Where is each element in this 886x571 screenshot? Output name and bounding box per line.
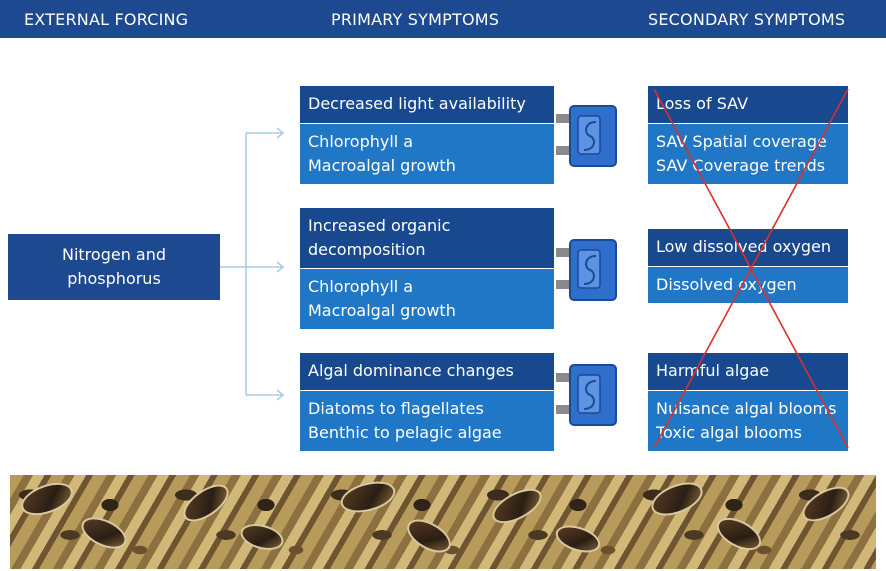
primary-2-title-text: decomposition <box>308 240 426 259</box>
secondary-2-title: Low dissolved oxygen <box>648 229 848 266</box>
primary-1-title-text: Decreased light availability <box>308 94 526 113</box>
primary-2-item: Chlorophyll a <box>308 277 414 296</box>
source-line-1: Nitrogen and <box>61 245 167 264</box>
secondary-3-title: Harmful algae <box>648 353 848 390</box>
header-primary-symptoms: PRIMARY SYMPTOMS <box>331 10 500 29</box>
secondary-1-title: Loss of SAV <box>648 86 848 123</box>
source-line-2: phosphorus <box>67 269 161 288</box>
primary-3-title-text: Algal dominance changes <box>308 361 514 380</box>
secondary-1-item: SAV Spatial coverage <box>656 132 827 151</box>
secondary-3-item: Toxic algal blooms <box>656 423 802 442</box>
primary-2-item: Macroalgal growth <box>308 301 456 320</box>
secondary-3-indicators: Nuisance algal blooms Toxic algal blooms <box>648 391 848 451</box>
plug-icon-3 <box>556 364 617 426</box>
primary-3-item: Diatoms to flagellates <box>308 399 484 418</box>
plug-icon-2 <box>556 239 617 301</box>
primary-2-title-text: Increased organic <box>308 216 451 235</box>
mussel-photo-strip <box>10 475 876 569</box>
bracket-connector <box>220 127 285 401</box>
secondary-1-title-text: Loss of SAV <box>656 94 749 113</box>
primary-1-item: Chlorophyll a <box>308 132 414 151</box>
primary-1-indicators: Chlorophyll a Macroalgal growth <box>300 124 554 184</box>
secondary-3-item: Nuisance algal blooms <box>656 399 837 418</box>
primary-3-title: Algal dominance changes <box>300 353 554 390</box>
cross-line <box>653 88 849 449</box>
header-bar <box>0 0 886 38</box>
plug-icon-1 <box>556 105 617 167</box>
secondary-2-title-text: Low dissolved oxygen <box>656 237 832 256</box>
primary-3-indicators: Diatoms to flagellates Benthic to pelagi… <box>300 391 554 451</box>
secondary-3-title-text: Harmful algae <box>656 361 770 380</box>
primary-3-item: Benthic to pelagic algae <box>308 423 502 442</box>
primary-1-item: Macroalgal growth <box>308 156 456 175</box>
source-nitrogen-phosphorus: Nitrogen and phosphorus <box>8 234 220 300</box>
primary-1-title: Decreased light availability <box>300 86 554 123</box>
primary-2-indicators: Chlorophyll a Macroalgal growth <box>300 269 554 329</box>
primary-2-title: Increased organic decomposition <box>300 208 554 268</box>
header-secondary-symptoms: SECONDARY SYMPTOMS <box>648 10 846 29</box>
header-external-forcing: EXTERNAL FORCING <box>24 10 189 29</box>
